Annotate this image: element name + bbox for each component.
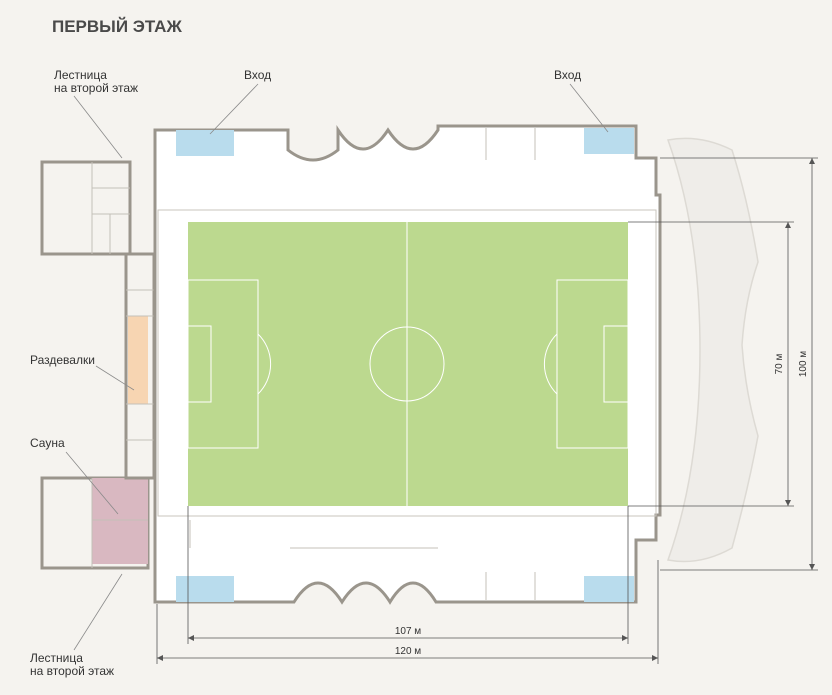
- label-hall-width: 100 м: [798, 351, 809, 377]
- goal-area-right: [603, 325, 629, 403]
- label-stairs-bottom-1: Лестница: [30, 651, 83, 665]
- dimension-field-length: 107 м: [187, 506, 629, 644]
- annex-lower: [40, 476, 150, 570]
- dimension-hall-length: 120 м: [156, 560, 659, 664]
- label-stairs-top-1: Лестница: [54, 68, 107, 82]
- label-field-width: 70 м: [774, 353, 785, 374]
- changing-rooms-area: [128, 316, 148, 404]
- left-corridor: [124, 252, 156, 480]
- entrance-top-right: [584, 128, 634, 154]
- entrance-bottom-right: [584, 576, 634, 602]
- leader-lines: [65, 83, 609, 651]
- football-pitch: [187, 222, 629, 506]
- sauna-area: [92, 478, 148, 564]
- label-changing-rooms: Раздевалки: [30, 353, 95, 367]
- label-stairs-top-2: на второй этаж: [54, 81, 138, 95]
- label-sauna: Сауна: [30, 436, 65, 450]
- plan-title: ПЕРВЫЙ ЭТАЖ: [52, 17, 182, 36]
- label-stairs-bottom-2: на второй этаж: [30, 664, 114, 678]
- entrance-top-left: [176, 130, 234, 156]
- dimension-field-width: 70 м: [628, 221, 794, 507]
- label-entrance-right: Вход: [554, 68, 581, 82]
- label-hall-length: 120 м: [395, 646, 421, 657]
- tribune-outline: [666, 137, 759, 563]
- annex-upper: [40, 160, 132, 256]
- label-entrance-left: Вход: [244, 68, 271, 82]
- dimension-hall-width: 100 м: [660, 157, 818, 571]
- goal-area-left: [187, 325, 212, 403]
- label-field-length: 107 м: [395, 626, 421, 637]
- entrance-bottom-left: [176, 576, 234, 602]
